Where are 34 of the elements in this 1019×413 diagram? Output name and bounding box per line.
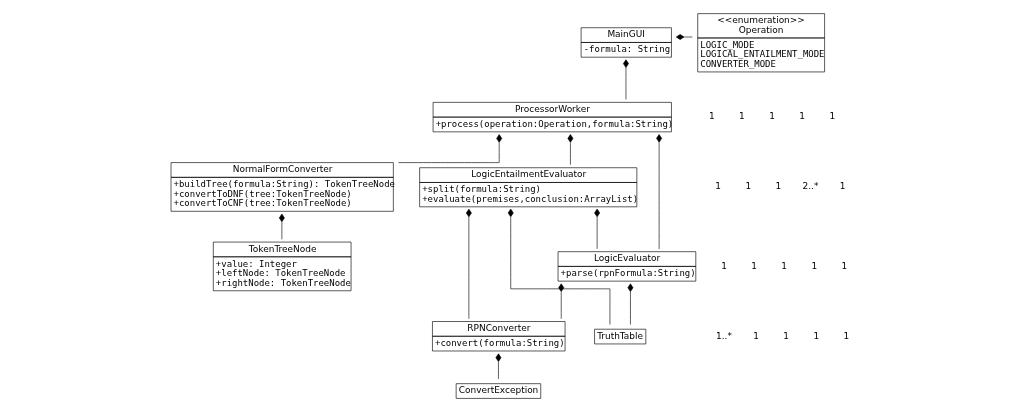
label: 1 xyxy=(753,330,759,341)
label: 1 xyxy=(775,181,782,192)
label: 1 xyxy=(721,260,727,271)
label: 1 xyxy=(799,111,806,122)
label: 1 xyxy=(839,181,846,192)
connector xyxy=(567,134,574,166)
label: 1 xyxy=(739,111,745,122)
label: 1 xyxy=(813,330,820,341)
label: 1 xyxy=(715,181,722,192)
label: 1 xyxy=(841,260,848,271)
node-box: TruthTable xyxy=(594,328,647,345)
connector xyxy=(627,283,634,326)
connector xyxy=(623,59,629,100)
node-box: ConvertException xyxy=(455,383,542,399)
label: 1 xyxy=(829,111,836,122)
label: 1 xyxy=(745,181,752,192)
connector xyxy=(676,34,693,40)
label: 1 xyxy=(811,260,818,271)
connector xyxy=(558,283,565,320)
label: 1 xyxy=(843,330,850,341)
label: 1 xyxy=(708,111,715,122)
connector xyxy=(594,208,600,250)
label: 1 xyxy=(781,260,788,271)
label: 1 xyxy=(783,330,790,341)
connector xyxy=(495,353,502,380)
connector xyxy=(279,213,285,240)
connector xyxy=(656,134,662,250)
label: 2..* xyxy=(802,181,819,192)
connector xyxy=(507,208,611,325)
label: 1 xyxy=(769,111,775,122)
connector xyxy=(398,134,503,163)
connector xyxy=(466,208,472,320)
label: 1..* xyxy=(716,330,732,341)
label: 1 xyxy=(751,260,757,271)
